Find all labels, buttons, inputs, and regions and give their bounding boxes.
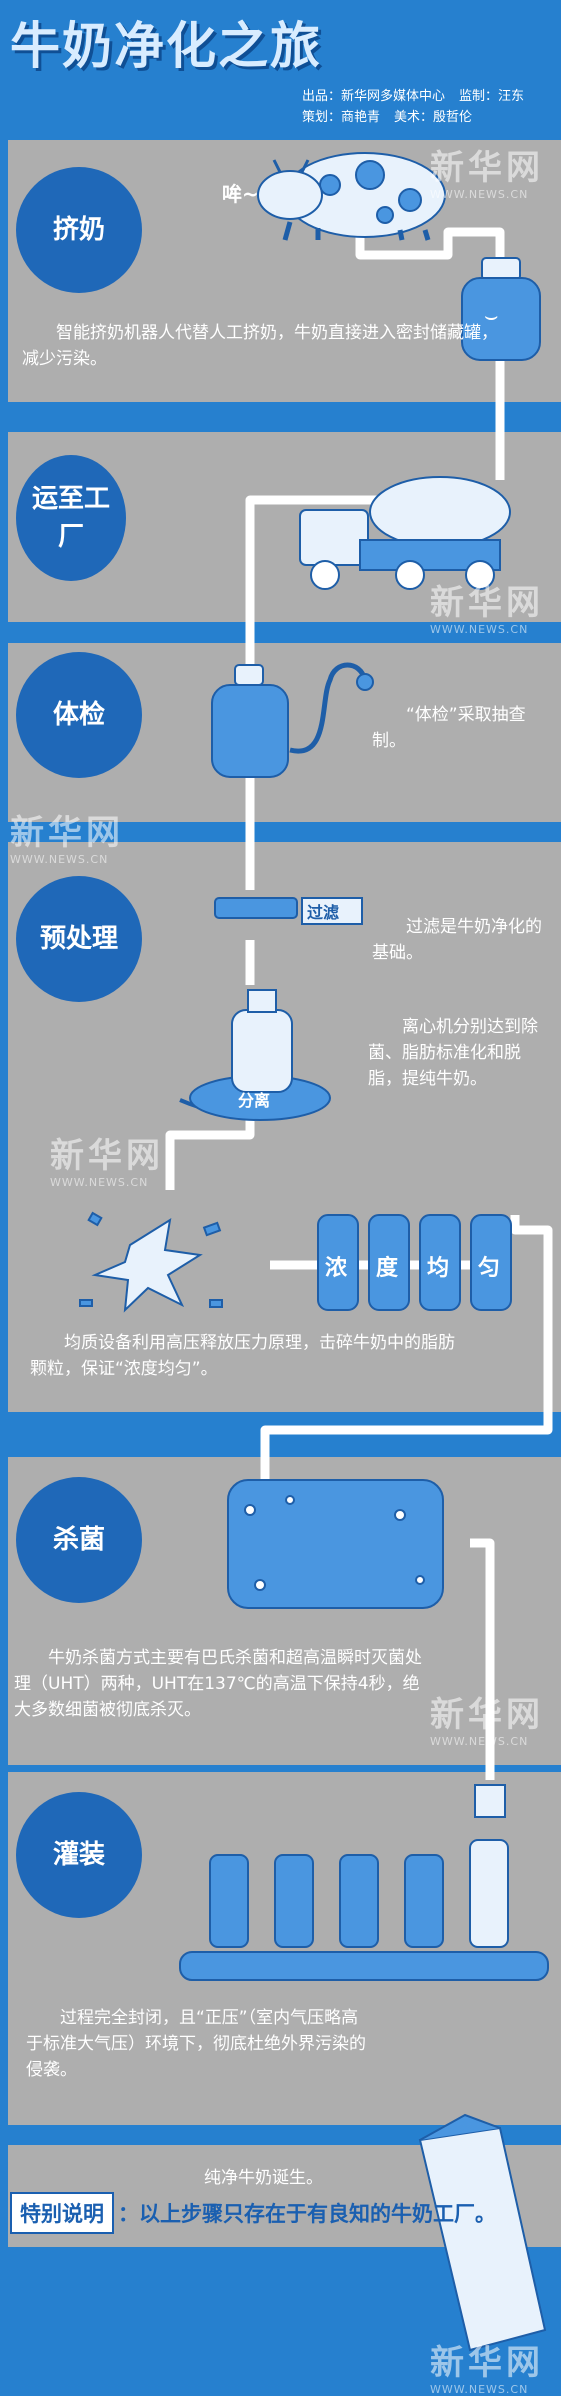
credit-publish: 出品：新华网多媒体中心 (302, 89, 446, 104)
credit-plan: 策划：商艳青 (302, 110, 381, 125)
special-note-label: 特别说明 (10, 2192, 114, 2234)
credits: 出品：新华网多媒体中心监制：汪东 策划：商艳青美术：殷哲伦 (302, 86, 538, 128)
desc-checkup: “体检”采取抽查制。 (372, 705, 526, 751)
step-title-sterilize: 杀菌 (16, 1477, 142, 1603)
credit-art: 美术：殷哲伦 (394, 110, 473, 125)
desc-homogenize: 均质设备利用高压释放压力原理，击碎牛奶中的脂肪颗粒，保证“浓度均匀”。 (30, 1333, 455, 1379)
step-title-transport: 运至工厂 (16, 455, 126, 581)
step-title-checkup: 体检 (16, 652, 142, 778)
step-title-milking: 挤奶 (16, 167, 142, 293)
desc-centrifuge: 离心机分别达到除菌、脂肪标准化和脱脂，提纯牛奶。 (368, 1017, 538, 1089)
step-title-preprocess: 预处理 (16, 876, 142, 1002)
special-note-text: ：以上步骤只存在于有良知的牛奶工厂。 (118, 2202, 496, 2226)
special-note: 特别说明 ：以上步骤只存在于有良知的牛奶工厂。 (10, 2192, 555, 2234)
desc-filling: 过程完全封闭，且“正压”（室内气压略高于标准大气压）环境下，彻底杜绝外界污染的侵… (26, 2008, 366, 2080)
credit-supervise: 监制：汪东 (459, 89, 525, 104)
desc-final: 纯净牛奶诞生。 (204, 2168, 323, 2188)
desc-milking: 智能挤奶机器人代替人工挤奶，牛奶直接进入密封储藏罐，减少污染。 (22, 323, 498, 369)
page-title: 牛奶净化之旅 (10, 17, 322, 75)
desc-sterilize: 牛奶杀菌方式主要有巴氏杀菌和超高温瞬时灭菌处理（UHT）两种，UHT在137℃的… (14, 1648, 422, 1720)
moo-text: 哞~ (222, 182, 259, 206)
step-title-filling: 灌装 (16, 1792, 142, 1918)
desc-filter: 过滤是牛奶净化的基础。 (372, 917, 542, 963)
